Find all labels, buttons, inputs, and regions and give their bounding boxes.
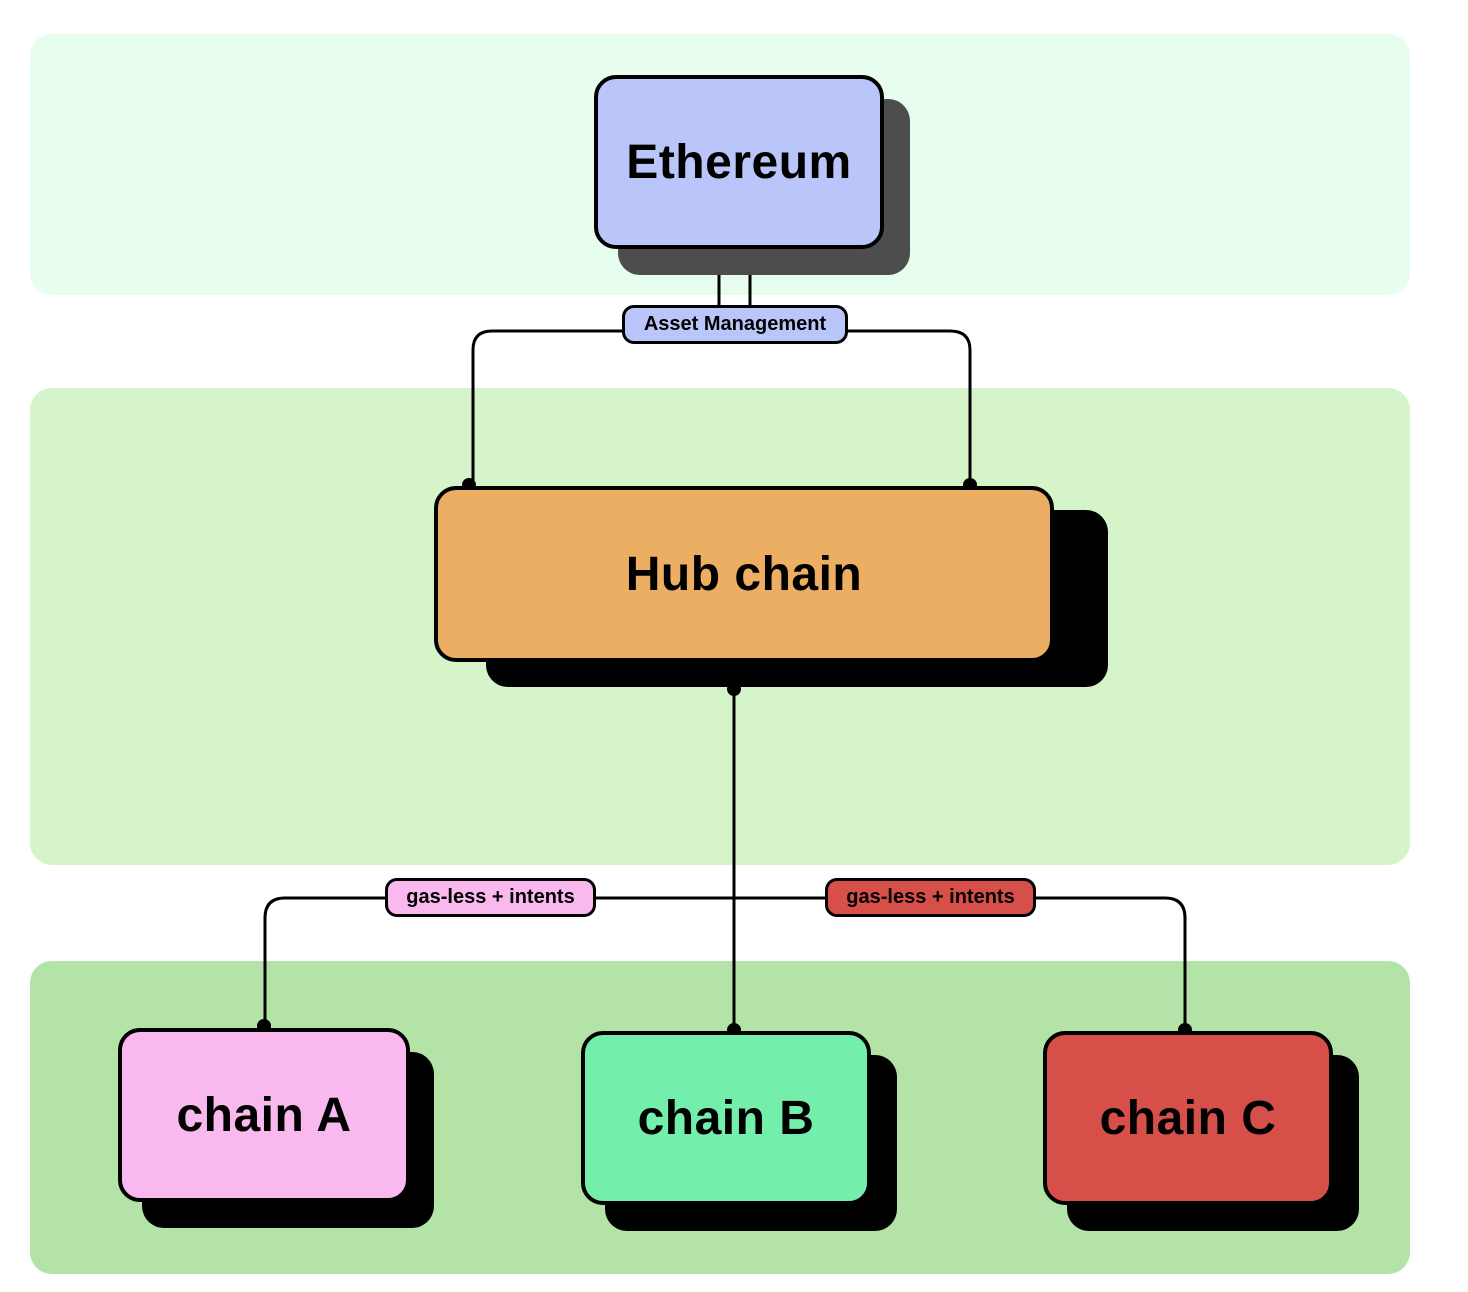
hub-node-label: Hub chain [625,547,863,601]
chain-c-link [734,896,1187,1030]
chain-a-node: chain A [118,1028,410,1202]
chain-a-link [263,896,734,1026]
asset-management-label: Asset Management [622,305,848,344]
chain-c-node-group: chain C [1043,1031,1359,1231]
chain-b-node-label: chain B [637,1091,815,1145]
gasless-intents-left-label: gas-less + intents [385,878,596,917]
chain-c-node: chain C [1043,1031,1333,1205]
gasless-intents-right-label: gas-less + intents [825,878,1036,917]
chain-b-node-group: chain B [581,1031,897,1231]
asset-bracket-left [471,329,624,485]
gasless-intents-left-text: gas-less + intents [406,886,575,908]
chain-b-node: chain B [581,1031,871,1205]
chain-c-node-label: chain C [1099,1091,1277,1145]
hub-node-group: Hub chain [434,486,1108,687]
chain-a-node-group: chain A [118,1028,434,1228]
asset-management-text: Asset Management [643,313,827,335]
gasless-intents-right-text: gas-less + intents [846,886,1015,908]
asset-bracket-right [846,329,972,485]
ethereum-node: Ethereum [594,75,884,249]
ethereum-node-label: Ethereum [626,135,852,189]
ethereum-node-group: Ethereum [594,75,910,275]
hub-node: Hub chain [434,486,1054,662]
chain-a-node-label: chain A [176,1088,352,1142]
